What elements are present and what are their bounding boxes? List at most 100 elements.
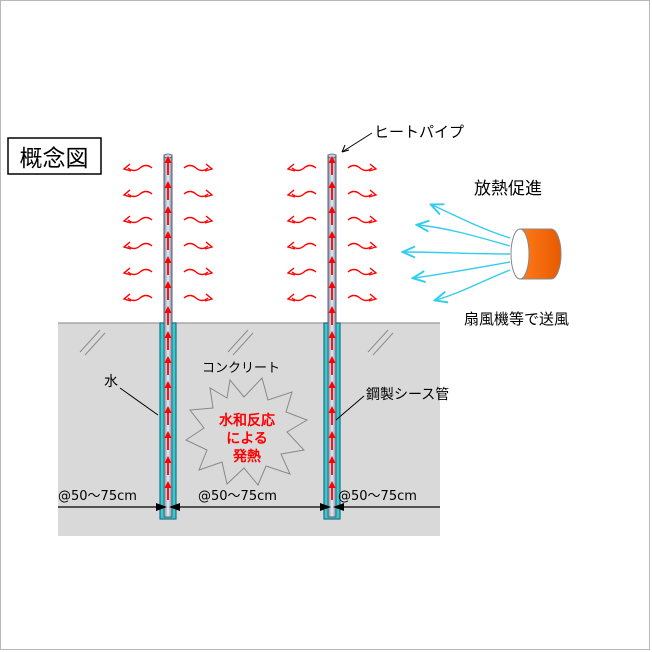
- sheath-leader: [335, 395, 365, 421]
- heat-flow-arrowhead: [164, 156, 172, 163]
- heat-wave-arrow-icon: [291, 164, 317, 172]
- heat-release-label: 放熱促進: [474, 179, 542, 199]
- heat-wave-arrow-icon: [183, 268, 209, 276]
- heat-wave-arrowhead: [368, 163, 378, 172]
- heat-wave-arrowhead: [204, 241, 214, 250]
- heat-flow-arrowhead: [328, 356, 336, 363]
- heat-flow-arrowhead: [164, 181, 172, 188]
- heat-wave-arrowhead: [122, 163, 132, 172]
- heat-wave-arrowhead: [368, 241, 378, 250]
- water-leader: [119, 387, 159, 416]
- heat-wave-arrowhead: [204, 189, 214, 198]
- heat-wave-arrow-icon: [183, 294, 209, 302]
- heat-flow-arrowhead: [164, 406, 172, 413]
- heat-flow-arrowhead: [164, 331, 172, 338]
- heat-flow-arrowhead: [164, 431, 172, 438]
- heat-wave-arrow-icon: [347, 242, 373, 250]
- heat-wave-arrow-icon: [127, 164, 153, 172]
- reaction-line1: 水和反応: [219, 412, 275, 429]
- heat-pipe-leader-head: [341, 144, 350, 153]
- heat-wave-arrowhead: [204, 267, 214, 276]
- heat-wave-arrow-icon: [291, 216, 317, 224]
- heat-flow-arrowhead: [328, 406, 336, 413]
- heat-wave-arrowhead: [204, 163, 214, 172]
- burst-shape-icon: [184, 377, 309, 486]
- heat-wave-arrowhead: [286, 241, 296, 250]
- heat-wave-arrowhead: [286, 215, 296, 224]
- heat-wave-arrowhead: [204, 293, 214, 302]
- concrete-label: コンクリート: [202, 361, 280, 376]
- concrete-hatch-marks: [79, 329, 394, 356]
- heat-wave-arrow-icon: [347, 294, 373, 302]
- spacing-middle-label: @50～75cm: [198, 489, 277, 504]
- air-flow-arrow-icon: [404, 252, 511, 254]
- heat-wave-arrows: [122, 163, 378, 302]
- heat-pipe-leader: [341, 132, 373, 153]
- heat-flow-arrowhead: [328, 181, 336, 188]
- heat-wave-arrowhead: [204, 215, 214, 224]
- heat-wave-arrow-icon: [347, 164, 373, 172]
- heat-flow-arrowhead: [164, 206, 172, 213]
- water-label: 水: [104, 374, 118, 390]
- heat-flow-arrowhead: [164, 481, 172, 488]
- heat-flow-arrowhead: [328, 381, 336, 388]
- spacing-left-label: @50～75cm: [58, 489, 137, 504]
- heat-wave-arrow-icon: [127, 216, 153, 224]
- heat-flow-arrowhead: [164, 231, 172, 238]
- heat-wave-arrow-icon: [127, 294, 153, 302]
- air-flow-arrows: [404, 205, 511, 300]
- air-flow-arrow-icon: [418, 225, 511, 247]
- heat-wave-arrow-icon: [291, 190, 317, 198]
- heat-wave-arrow-icon: [291, 268, 317, 276]
- heat-wave-arrowhead: [286, 293, 296, 302]
- sheath-label: 鋼製シース管: [366, 387, 449, 403]
- reaction-line3: 発熱: [232, 448, 261, 465]
- heat-wave-arrow-icon: [127, 190, 153, 198]
- fan-label: 扇風機等で送風: [464, 310, 569, 328]
- heat-flow-arrowhead: [328, 206, 336, 213]
- heat-flow-arrowhead: [328, 431, 336, 438]
- heat-wave-arrow-icon: [291, 242, 317, 250]
- labels: ヒートパイプ 放熱促進 扇風機等で送風 水 コンクリート 鋼製シース管 @50～…: [58, 123, 569, 504]
- heat-wave-arrowhead: [368, 215, 378, 224]
- heat-wave-arrowhead: [368, 189, 378, 198]
- heat-flow-arrowhead: [164, 381, 172, 388]
- heat-flow-arrowhead: [164, 281, 172, 288]
- dimension-arrowheads: [156, 503, 344, 511]
- air-flow-arrow-icon: [414, 261, 511, 278]
- heat-flow-arrowhead: [164, 306, 172, 313]
- title-box: 概念図: [7, 137, 102, 175]
- heat-wave-arrowhead: [368, 293, 378, 302]
- heat-flow-arrowhead: [164, 456, 172, 463]
- heat-wave-arrow-icon: [127, 268, 153, 276]
- fan-cylinder-icon: [510, 228, 562, 280]
- air-flow-arrow-icon: [432, 205, 511, 239]
- heat-wave-arrowhead: [368, 267, 378, 276]
- heat-wave-arrow-icon: [183, 190, 209, 198]
- heat-wave-arrowhead: [286, 163, 296, 172]
- heat-wave-arrowhead: [122, 189, 132, 198]
- spacing-right-label: @50～75cm: [338, 489, 417, 504]
- heat-flow-arrowhead: [164, 356, 172, 363]
- heat-wave-arrowhead: [122, 293, 132, 302]
- heat-wave-arrowhead: [122, 215, 132, 224]
- title-frame: [7, 137, 102, 175]
- heat-wave-arrow-icon: [183, 242, 209, 250]
- heat-pipes: [159, 153, 341, 520]
- heat-flow-arrowhead: [328, 231, 336, 238]
- heat-wave-arrowhead: [286, 267, 296, 276]
- heat-wave-arrowhead: [122, 241, 132, 250]
- heat-flow-arrowhead: [328, 256, 336, 263]
- heat-flow-arrowhead: [328, 331, 336, 338]
- heat-wave-arrow-icon: [183, 216, 209, 224]
- heat-flow-arrowhead: [164, 256, 172, 263]
- heat-wave-arrow-icon: [291, 294, 317, 302]
- heat-wave-arrow-icon: [347, 190, 373, 198]
- heat-flow-arrowhead: [328, 281, 336, 288]
- heat-wave-arrow-icon: [347, 268, 373, 276]
- heat-flow-arrowhead: [328, 481, 336, 488]
- heat-wave-arrowhead: [122, 267, 132, 276]
- heat-pipe-label: ヒートパイプ: [374, 123, 464, 141]
